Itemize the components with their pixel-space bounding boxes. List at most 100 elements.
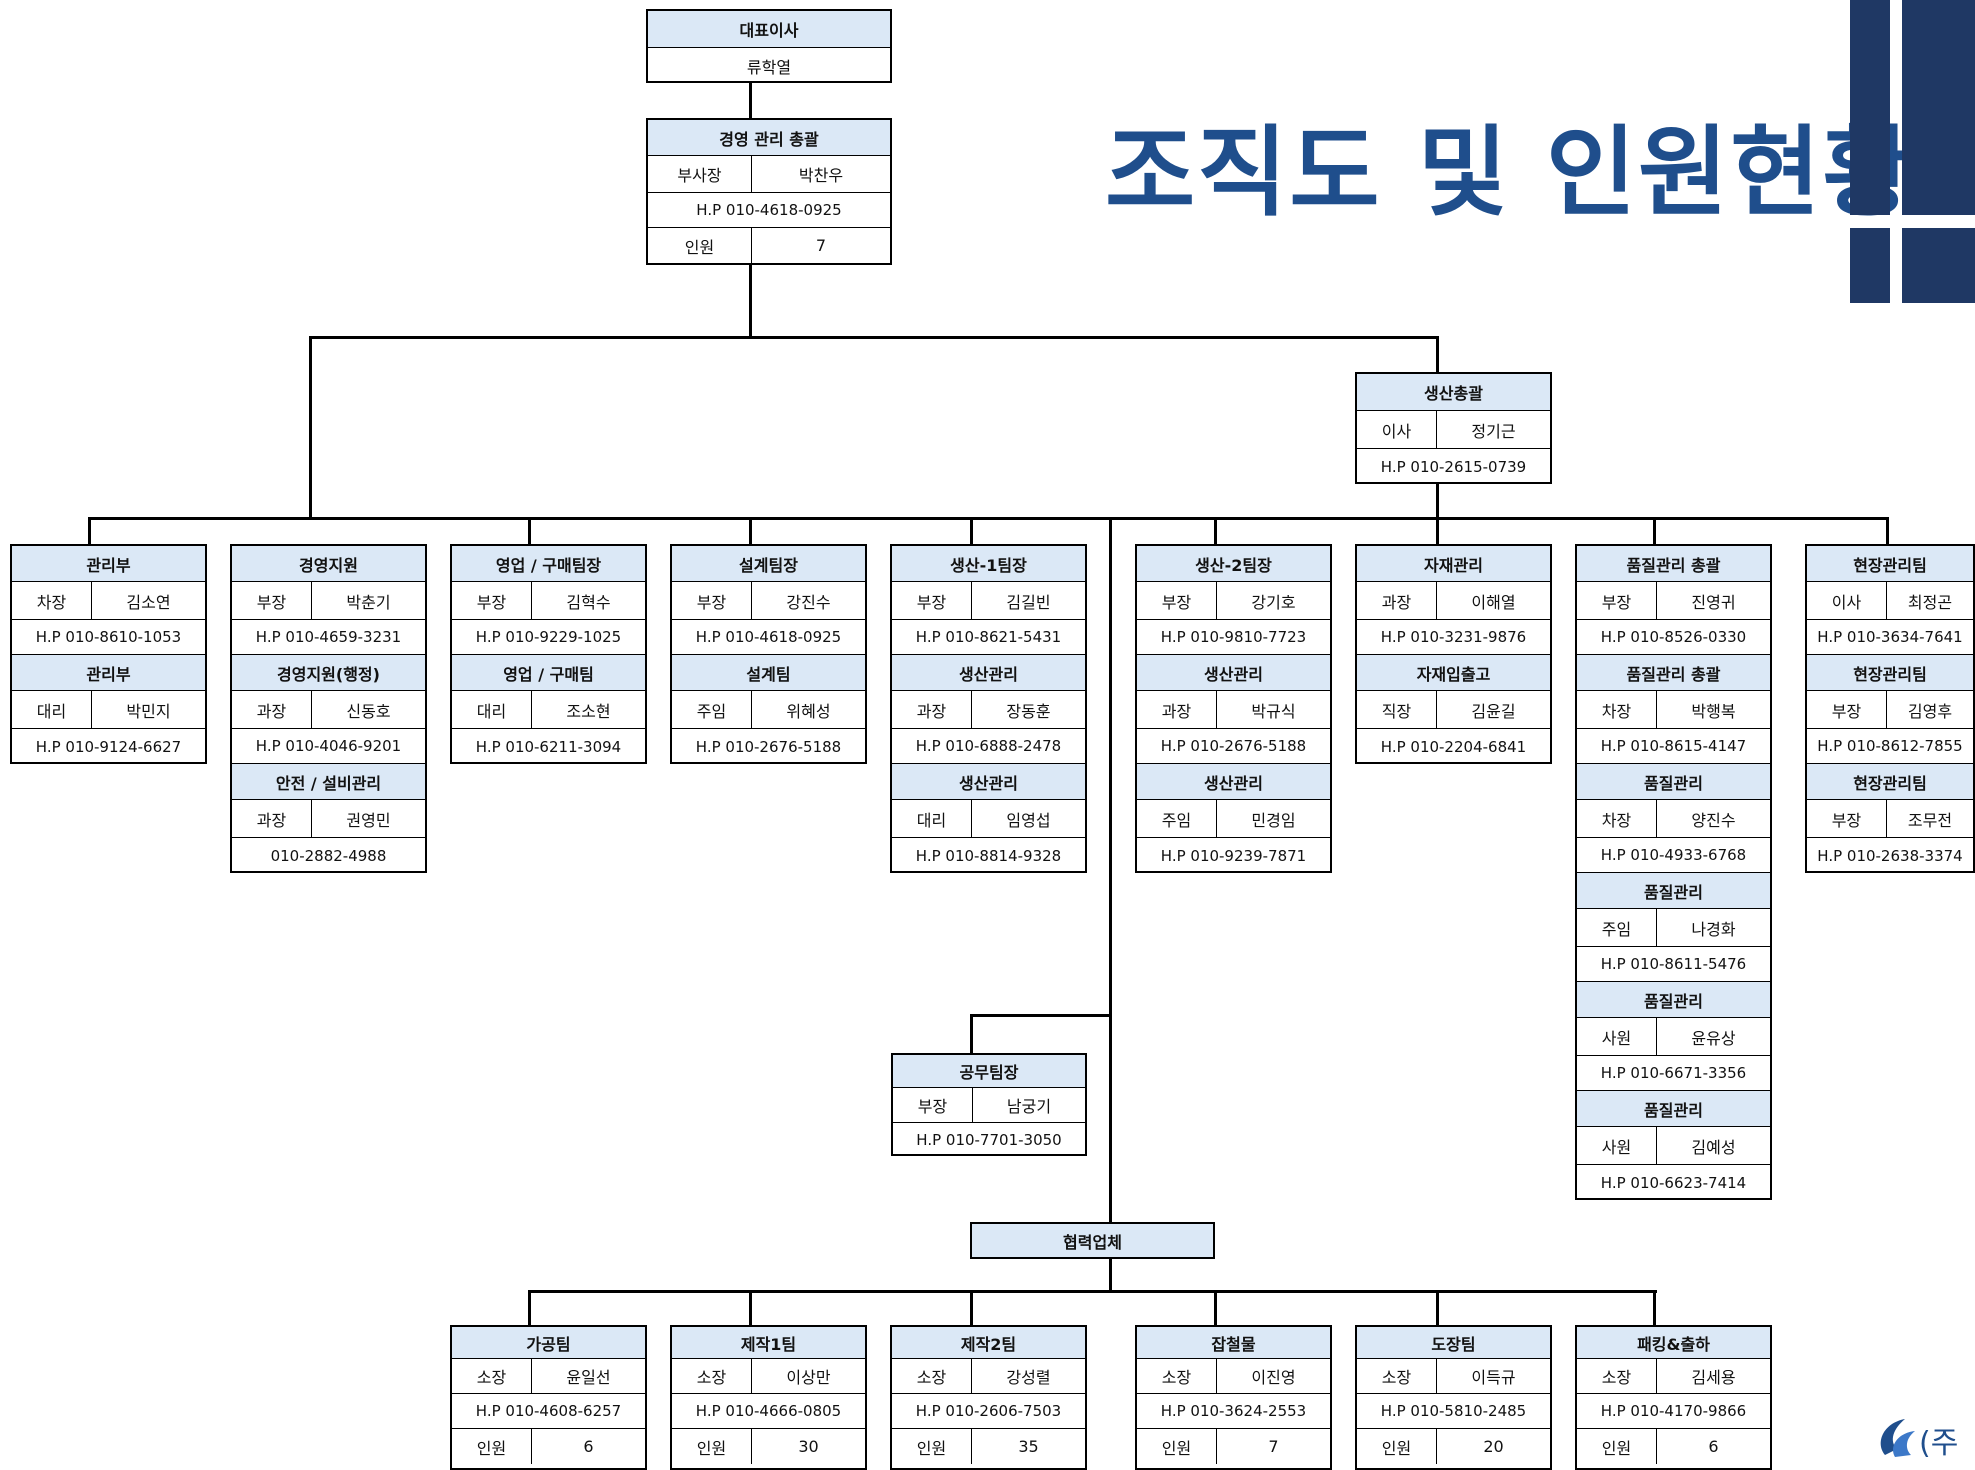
partner-team-title: 잡철물	[1137, 1327, 1330, 1359]
person-phone: H.P 010-4046-9201	[232, 729, 425, 764]
partner-count: 6	[1708, 1437, 1719, 1456]
gongmu-phone: H.P 010-7701-3050	[916, 1130, 1062, 1149]
partner-phone: H.P 010-4608-6257	[452, 1394, 645, 1429]
person-phone: H.P 010-6623-7414	[1600, 1173, 1747, 1192]
person-rank: 부장	[232, 582, 312, 619]
partners-title: 협력업체	[972, 1224, 1213, 1257]
partner-count: 6	[583, 1437, 594, 1456]
department-title: 관리부	[12, 546, 205, 582]
person-name: 양진수	[1691, 810, 1736, 830]
department-title: 설계팀장	[672, 546, 865, 582]
department-title: 품질관리 총괄	[1577, 546, 1770, 582]
gongmu-title: 공무팀장	[893, 1055, 1085, 1088]
connector-line	[749, 265, 752, 338]
gm-title: 경영 관리 총괄	[648, 120, 890, 156]
decor-bar-4	[1902, 228, 1975, 303]
person-rank: 사원	[1577, 1127, 1657, 1164]
connector-line	[970, 1290, 973, 1327]
person-rank: 이사	[1807, 582, 1887, 619]
person-name: 윤유상	[1691, 1028, 1736, 1048]
partner-count: 30	[798, 1437, 819, 1456]
partner-phone: H.P 010-4666-0805	[672, 1394, 865, 1429]
logo-text: (주	[1919, 1426, 1958, 1460]
person-phone: H.P 010-4659-3231	[232, 620, 425, 655]
person-rank: 과장	[1137, 691, 1217, 728]
page-title: 조직도 및 인원현황	[1105, 116, 1915, 230]
partner-team-title: 제작2팀	[892, 1327, 1085, 1359]
person-name: 김혁수	[566, 592, 611, 612]
prod-head-name: 정기근	[1471, 421, 1516, 441]
person-row: 사원 윤유상	[1577, 1018, 1770, 1056]
gm-count: 7	[815, 236, 827, 255]
person-rank: 차장	[1577, 691, 1657, 728]
person-name: 김윤길	[1471, 701, 1516, 721]
prod-head-person-row: 이사 정기근	[1357, 411, 1550, 449]
partner-name: 강성렬	[1006, 1368, 1051, 1387]
department-title: 영업 / 구매팀장	[452, 546, 645, 582]
partner-team-title: 제작1팀	[672, 1327, 865, 1359]
person-name: 박춘기	[346, 592, 391, 612]
person-rank: 직장	[1357, 691, 1437, 728]
person-row: 차장 양진수	[1577, 800, 1770, 838]
connector-line	[1886, 517, 1889, 546]
person-name: 임영섭	[1006, 810, 1051, 830]
connector-line	[1653, 1290, 1656, 1327]
connector-line	[1214, 1290, 1217, 1327]
person-row: 부장 박춘기	[232, 582, 425, 620]
connector-line	[1214, 517, 1217, 546]
partner-count-label: 인원	[1577, 1429, 1657, 1464]
person-rank: 사원	[1577, 1018, 1657, 1055]
department-title: 생산-1팀장	[892, 546, 1085, 582]
connector-line	[1436, 484, 1439, 519]
person-rank: 차장	[1577, 800, 1657, 837]
person-name: 조소현	[566, 701, 611, 721]
partner-phone: H.P 010-5810-2485	[1357, 1394, 1550, 1429]
person-rank: 부장	[672, 582, 752, 619]
department-title: 품질관리	[1577, 982, 1770, 1018]
department-title: 현장관리팀	[1807, 764, 1973, 800]
partner-name: 윤일선	[566, 1368, 611, 1387]
person-rank: 차장	[12, 582, 92, 619]
connector-line	[749, 83, 752, 120]
connector-line	[1436, 336, 1439, 374]
person-phone: H.P 010-3634-7641	[1807, 620, 1973, 655]
partner-rank: 소장	[1357, 1359, 1437, 1393]
connector-line	[970, 1014, 1112, 1017]
connector-line	[528, 1290, 1657, 1293]
gongmu-box: 공무팀장 부장 남궁기 H.P 010-7701-3050	[891, 1053, 1087, 1156]
person-rank: 과장	[232, 691, 312, 728]
partner-name: 이진영	[1251, 1368, 1296, 1387]
department-title: 생산관리	[892, 764, 1085, 800]
person-phone: H.P 010-8612-7855	[1807, 729, 1973, 764]
department-title: 품질관리 총괄	[1577, 655, 1770, 691]
partner-count: 20	[1483, 1437, 1504, 1456]
department-title: 자재입출고	[1357, 655, 1550, 691]
person-phone: 010-2882-4988	[270, 846, 387, 865]
person-name: 김예성	[1691, 1137, 1736, 1157]
person-phone: H.P 010-4933-6768	[1577, 838, 1770, 873]
department-title: 안전 / 설비관리	[232, 764, 425, 800]
person-row: 직장 김윤길	[1357, 691, 1550, 729]
person-phone: H.P 010-8611-5476	[1577, 947, 1770, 982]
gongmu-name: 남궁기	[1006, 1097, 1052, 1116]
partner-team-title: 가공팀	[452, 1327, 645, 1359]
department-title: 자재관리	[1357, 546, 1550, 582]
